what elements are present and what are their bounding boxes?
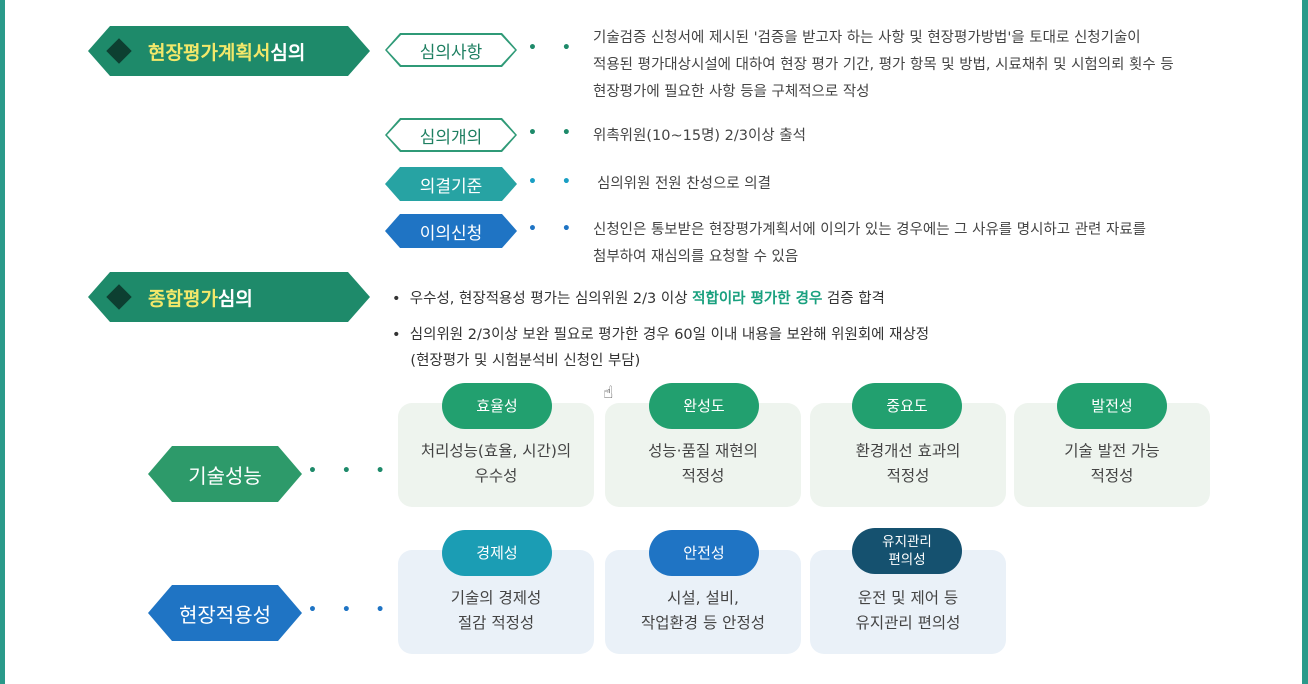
- card-text: 우수성: [474, 467, 518, 485]
- diamond-icon: [106, 284, 131, 309]
- tag-development: 발전성: [1057, 383, 1167, 429]
- dots-decision-criteria: • •: [528, 174, 581, 190]
- desc-objection: 신청인은 통보받은 현장평가계획서에 이의가 있는 경우에는 그 사유를 명시하…: [593, 217, 1146, 271]
- tag-completeness-label: 완성도: [683, 397, 725, 415]
- bullet2-line1: • 심의위원 2/3이상 보완 필요로 평가한 경우 60일 이내 내용을 보완…: [392, 327, 930, 343]
- plan-review-title-main: 현장평가계획서: [148, 41, 271, 64]
- card-text: 환경개선 효과의: [855, 442, 961, 460]
- tag-efficiency: 효율성: [442, 383, 552, 429]
- left-border: [0, 0, 5, 684]
- desc-review-meeting: 위촉위원(10~15명) 2/3이상 출석: [593, 123, 806, 150]
- category-field-applicability: 현장적용성: [148, 585, 302, 641]
- pill-review-matter-label: 심의사항: [419, 42, 483, 63]
- right-border: [1302, 0, 1308, 684]
- pill-review-meeting: 심의개의: [385, 118, 517, 152]
- tag-importance: 중요도: [852, 383, 962, 429]
- dots-objection: • •: [528, 221, 581, 237]
- tag-completeness: 완성도: [649, 383, 759, 429]
- diamond-icon: [106, 38, 131, 63]
- desc-line: 적용된 평가대상시설에 대하여 현장 평가 기간, 평가 항목 및 방법, 시료…: [593, 57, 1174, 73]
- card-text: 운전 및 제어 등: [857, 589, 959, 607]
- tag-importance-label: 중요도: [886, 397, 928, 415]
- pill-objection: 이의신청: [385, 214, 517, 248]
- desc-review-matter: 기술검증 신청서에 제시된 '검증을 받고자 하는 사항 및 현장평가방법'을 …: [593, 25, 1174, 106]
- card-text: 적정성: [681, 467, 725, 485]
- tag-maintenance-line1: 유지관리: [882, 534, 932, 550]
- pill-objection-label: 이의신청: [419, 223, 483, 244]
- tag-economy: 경제성: [442, 530, 552, 576]
- tag-safety-label: 안전성: [683, 544, 725, 562]
- card-text: 시설, 설비,: [667, 589, 739, 607]
- pill-review-matter: 심의사항: [385, 33, 517, 67]
- tag-efficiency-label: 효율성: [476, 397, 518, 415]
- card-text: 적정성: [886, 467, 930, 485]
- card-text: 처리성능(효율, 시간)의: [420, 442, 572, 460]
- card-text: 성능·품질 재현의: [648, 442, 758, 460]
- category-tech-performance: 기술성능: [148, 446, 302, 502]
- desc-line: 첨부하여 재심의를 요청할 수 있음: [593, 249, 799, 265]
- desc-line: 심의위원 전원 찬성으로 의결: [597, 176, 771, 192]
- pill-decision-criteria: 의결기준: [385, 167, 517, 201]
- overall-review-title-suffix: 심의: [217, 287, 253, 310]
- desc-line: 위촉위원(10~15명) 2/3이상 출석: [593, 128, 806, 144]
- plan-review-title-suffix: 심의: [270, 41, 306, 64]
- card-text: 기술의 경제성: [450, 589, 542, 607]
- section-overall-review-title: 종합평가 심의: [88, 272, 370, 322]
- tag-economy-label: 경제성: [476, 544, 518, 562]
- bullet1-emphasis: 적합이라 평가한 경우: [692, 291, 823, 307]
- bullet2-line2: (현장평가 및 시험분석비 신청인 부담): [392, 353, 641, 369]
- card-text: 기술 발전 가능: [1064, 442, 1160, 460]
- tag-development-label: 발전성: [1091, 397, 1133, 415]
- pill-review-meeting-label: 심의개의: [419, 127, 483, 148]
- desc-decision-criteria: 심의위원 전원 찬성으로 의결: [597, 171, 771, 198]
- desc-line: 기술검증 신청서에 제시된 '검증을 받고자 하는 사항 및 현장평가방법'을 …: [593, 30, 1141, 46]
- hand-cursor-icon: ☝: [603, 383, 614, 403]
- overall-bullet-2: • 심의위원 2/3이상 보완 필요로 평가한 경우 60일 이내 내용을 보완…: [392, 322, 929, 374]
- card-text: 유지관리 편의성: [855, 614, 961, 632]
- bullet1-pre: • 우수성, 현장적용성 평가는 심의위원 2/3 이상: [392, 291, 693, 307]
- section-plan-review-title: 현장평가계획서 심의: [88, 26, 370, 76]
- dots-review-meeting: • •: [528, 125, 581, 141]
- tag-safety: 안전성: [649, 530, 759, 576]
- field-applicability-label: 현장적용성: [179, 602, 271, 627]
- dots-field-applicability: • • •: [308, 602, 395, 618]
- bullet1-post: 검증 합격: [822, 291, 885, 307]
- desc-line: 현장평가에 필요한 사항 등을 구체적으로 작성: [593, 84, 870, 100]
- tech-performance-label: 기술성능: [188, 463, 262, 488]
- desc-line: 신청인은 통보받은 현장평가계획서에 이의가 있는 경우에는 그 사유를 명시하…: [593, 222, 1147, 238]
- card-text: 적정성: [1090, 467, 1134, 485]
- overall-bullet-1: • 우수성, 현장적용성 평가는 심의위원 2/3 이상 적합이라 평가한 경우…: [392, 286, 885, 312]
- card-text: 절감 적정성: [457, 614, 535, 632]
- pill-decision-criteria-label: 의결기준: [419, 176, 483, 197]
- dots-review-matter: • •: [528, 40, 581, 56]
- overall-review-title-main: 종합평가: [148, 287, 218, 310]
- tag-maintenance-line2: 편의성: [888, 552, 926, 568]
- dots-tech-performance: • • •: [308, 463, 395, 479]
- card-text: 작업환경 등 안정성: [641, 614, 765, 632]
